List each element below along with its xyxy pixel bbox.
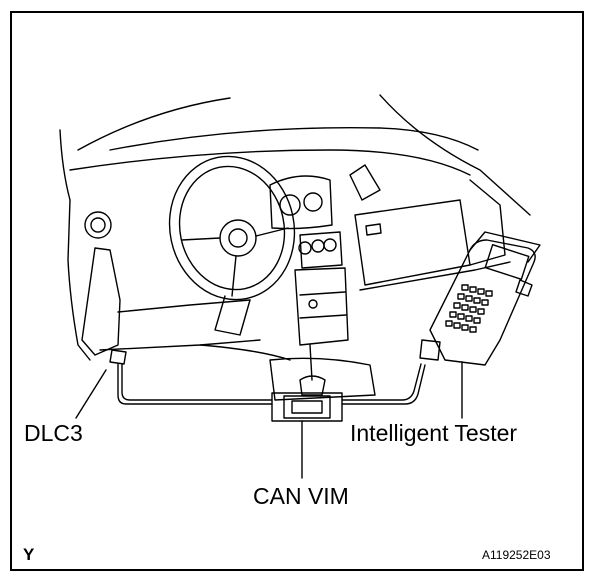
right-dash-edge (469, 179, 506, 266)
center-stack (294, 267, 349, 346)
can-vim-box (271, 392, 343, 422)
dash-left-body (67, 199, 91, 361)
steering-spoke-bottom (231, 255, 237, 297)
stack-button (308, 299, 318, 309)
dash-top-rear (109, 126, 479, 151)
gauge-right (303, 192, 323, 212)
leader-dlc3 (75, 369, 107, 419)
left-vent-outer (84, 211, 112, 239)
can-vim-port (291, 400, 323, 414)
glovebox (354, 199, 471, 286)
steering-wheel-rim-inner (178, 165, 286, 291)
steering-column (214, 295, 251, 336)
tester-top (469, 231, 541, 263)
left-vent-inner (90, 217, 106, 233)
a-pillar-right (379, 94, 531, 216)
tester-cable-socket (515, 279, 533, 297)
floor-line (199, 344, 291, 361)
cable-vim-to-tester (341, 364, 426, 405)
tester-keypad (445, 284, 493, 333)
figure-code: A119252E03 (482, 548, 551, 562)
steering-spoke-left (181, 237, 221, 241)
gear-shifter (299, 344, 326, 396)
cable-dlc3-to-vim (117, 363, 273, 405)
a-pillar-left (59, 129, 71, 201)
cable-dlc3-to-vim-2 (121, 363, 273, 401)
cable-vim-to-tester-2 (341, 363, 422, 401)
right-vent-box (349, 164, 381, 201)
stack-slot-1 (299, 291, 346, 296)
glovebox-handle (365, 223, 382, 236)
corner-mark: Y (23, 545, 35, 564)
lower-dash-2 (117, 299, 251, 313)
tester-screen (484, 244, 530, 280)
kick-panel (81, 247, 121, 356)
tester-connector (419, 339, 441, 361)
label-can-vim: CAN VIM (253, 483, 349, 509)
right-dash-lower (359, 261, 511, 291)
dash-top-line (69, 149, 471, 176)
can-vim-inner (283, 395, 331, 419)
gauge-cluster (269, 175, 333, 230)
center-knob-3 (323, 238, 337, 252)
label-dlc3: DLC3 (24, 420, 83, 446)
center-knob-1 (298, 241, 312, 255)
stack-slot-2 (299, 314, 347, 319)
center-vents (299, 231, 343, 269)
label-intelligent-tester: Intelligent Tester (350, 420, 518, 446)
dlc3-connector (109, 349, 127, 365)
steering-spoke-right (255, 227, 289, 237)
steering-hub-center (228, 228, 248, 248)
windshield-edge (77, 97, 231, 151)
gauge-left (279, 194, 301, 216)
center-knob-2 (311, 239, 325, 253)
steering-hub (219, 219, 257, 257)
